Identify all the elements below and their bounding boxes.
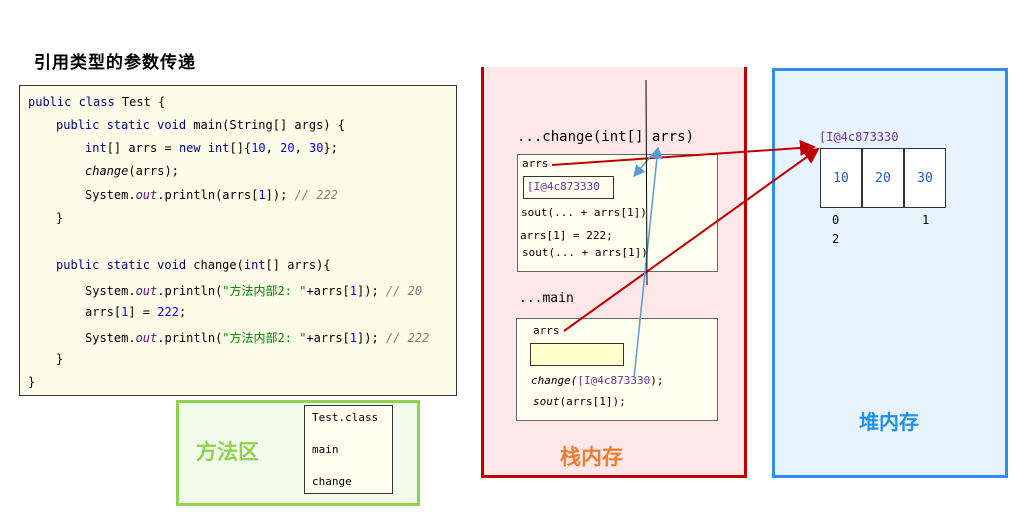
code-line: arrs[1] = 222;: [85, 305, 187, 319]
change-frame-line: arrs[1] = 222;: [520, 229, 613, 242]
code-line: }: [28, 375, 36, 389]
code-panel: public class Test { public static void m…: [19, 85, 457, 396]
heap-array-address: [I@4c873330: [819, 130, 899, 144]
class-item-change: change: [312, 475, 352, 488]
code-line: }: [56, 352, 64, 366]
heap-area-label: 堆内存: [859, 410, 919, 434]
change-frame-header: ...change(int[] arrs): [517, 129, 695, 145]
heap-array-index: 2: [832, 232, 840, 246]
code-line: public static void main(String[] args) {: [56, 118, 345, 132]
heap-array-index: 1: [922, 213, 930, 227]
heap-array-index: 0: [832, 213, 840, 227]
heap-array-cell: 10: [820, 148, 862, 208]
main-frame-var: arrs: [533, 324, 560, 337]
page-title: 引用类型的参数传递: [34, 53, 196, 73]
class-box: Test.class main change: [304, 405, 393, 494]
heap-array-cell: 20: [862, 148, 904, 208]
code-line: int[] arrs = new int[]{10, 20, 30};: [85, 141, 338, 155]
code-line: System.out.println("方法内部2: "+arrs[1]); /…: [85, 284, 423, 298]
class-item-test-class: Test.class: [312, 411, 379, 424]
main-frame-sout: sout(arrs[1]);: [533, 395, 626, 408]
class-item-main: main: [312, 443, 339, 456]
main-stack-frame: arrs change([I@4c873330); sout(arrs[1]);: [516, 318, 718, 421]
heap-array-cell: 30: [904, 148, 946, 208]
change-frame-line: sout(... + arrs[1]): [521, 206, 647, 219]
change-arrs-address: [I@4c873330: [527, 180, 600, 193]
main-arrs-value-box: [530, 343, 624, 366]
main-frame-call: change([I@4c873330);: [531, 374, 664, 387]
stack-area-label: 栈内存: [560, 445, 623, 469]
code-line: }: [56, 211, 64, 225]
change-stack-frame: arrs sout(... + arrs[1]) arrs[1] = 222; …: [517, 154, 718, 272]
main-frame-header: ...main: [519, 291, 574, 306]
method-area-label: 方法区: [196, 440, 259, 464]
code-line: public class Test {: [28, 95, 166, 109]
code-line: change(arrs);: [85, 164, 179, 178]
change-frame-line: sout(... + arrs[1]): [522, 246, 648, 259]
code-line: System.out.println("方法内部2: "+arrs[1]); /…: [85, 331, 430, 345]
code-line: public static void change(int[] arrs){: [56, 258, 331, 272]
change-frame-var: arrs: [522, 157, 549, 170]
code-line: System.out.println(arrs[1]); // 222: [85, 188, 338, 202]
